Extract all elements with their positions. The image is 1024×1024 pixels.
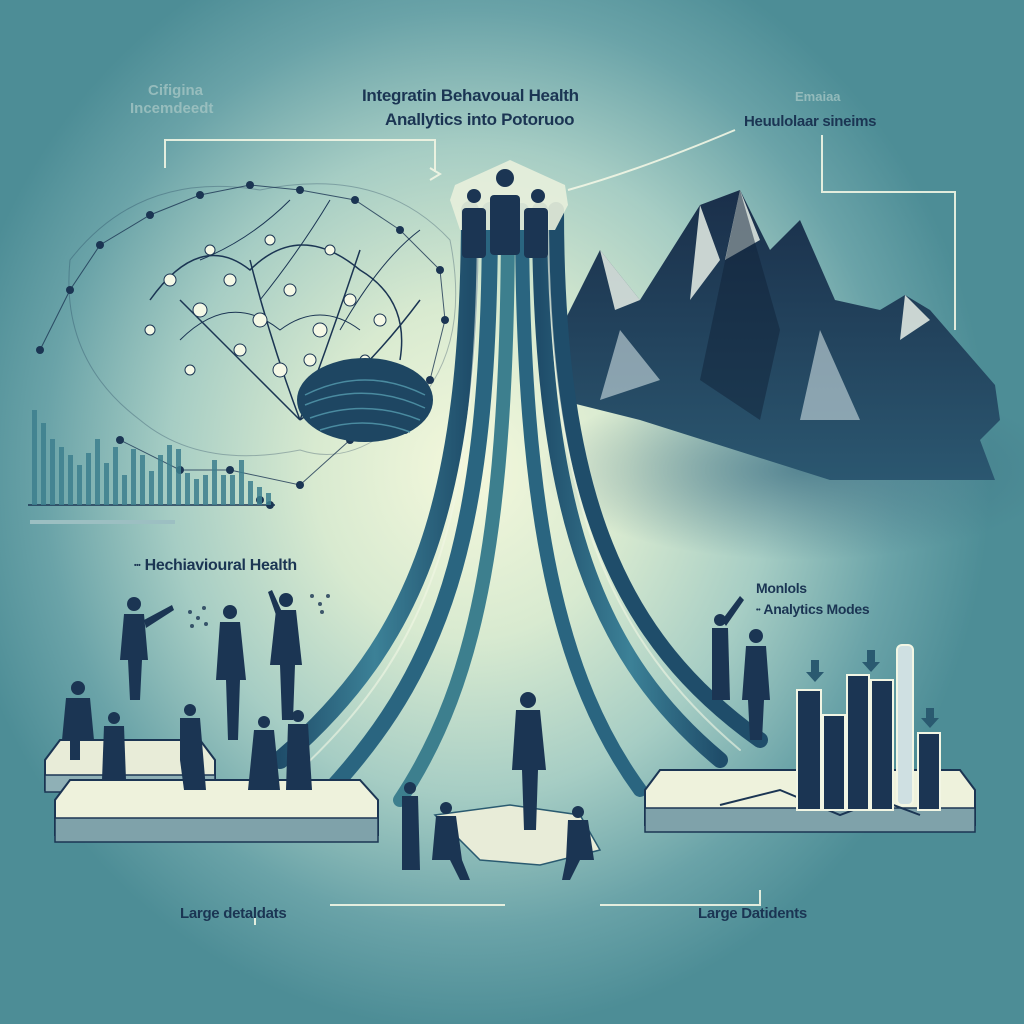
mountains	[540, 190, 1024, 560]
mini-chart-bar	[185, 473, 190, 505]
faint-label-line: Cifigina	[148, 82, 203, 99]
mini-chart-bar	[257, 487, 262, 505]
people-silhouettes	[62, 590, 770, 880]
mini-chart-bar	[32, 410, 37, 505]
mini-chart-bar	[176, 449, 181, 505]
label-mid-right-line-2: •• Analytics Modes	[756, 601, 870, 617]
label-bottom-right: Large Datidents	[698, 905, 807, 922]
faint-label-top-right: Emaiaa	[795, 89, 841, 104]
mini-chart-bar	[77, 465, 82, 505]
mini-chart-bar	[50, 439, 55, 505]
mini-chart-bar	[68, 455, 73, 505]
brain-network	[39, 183, 457, 486]
label-bottom-left: Large detaldats	[180, 905, 287, 922]
mini-chart-bar	[131, 449, 136, 505]
mini-chart-bar	[149, 471, 154, 505]
faint-label-top-left: Cifigina Incemdeedt	[130, 82, 213, 118]
mini-chart-bar	[194, 479, 199, 505]
title-line-2: Anallytics into Potoruoo	[385, 110, 575, 129]
mini-chart-bar	[203, 475, 208, 505]
mini-chart-bar	[113, 447, 118, 505]
label-text: Hechiavioural Health	[144, 557, 298, 574]
mini-chart-bar	[122, 475, 127, 505]
cerebellum	[297, 358, 433, 442]
central-strands	[271, 201, 768, 807]
connector-lines	[164, 129, 956, 925]
label-prefix: ••	[756, 606, 761, 614]
data-particles	[188, 594, 330, 628]
title-line-1: Integratin Behavoual Health	[362, 86, 579, 105]
label-prefix: •••	[134, 562, 141, 570]
mini-chart-bar	[248, 481, 253, 505]
brain-bubbles	[144, 234, 387, 378]
mini-chart-bar	[167, 445, 172, 505]
mini-chart-bar	[221, 475, 226, 505]
mini-chart-bar	[140, 455, 145, 505]
label-top-right: Heuulolaar sineims	[744, 113, 877, 130]
people-icon-top	[450, 160, 568, 258]
mini-chart-bar	[41, 423, 46, 505]
mini-chart-bar	[104, 463, 109, 505]
mini-chart-bar	[158, 455, 163, 505]
mini-chart-bar	[212, 460, 217, 505]
mini-chart-bar	[59, 447, 64, 505]
mini-chart-bar	[230, 475, 235, 505]
label-text: Analytics Modes	[763, 601, 870, 617]
mini-chart-bar	[95, 439, 100, 505]
right-bar-chart	[796, 644, 941, 811]
mini-bar-chart	[28, 410, 275, 524]
mini-chart-bar	[266, 493, 271, 505]
mini-chart-bar	[86, 453, 91, 505]
mini-chart-bar	[239, 460, 244, 505]
label-mid-right-line-1: Monlols	[756, 580, 807, 596]
label-mid-left: ••• Hechiavioural Health	[134, 557, 297, 575]
faint-label-line: Incemdeedt	[130, 100, 214, 117]
